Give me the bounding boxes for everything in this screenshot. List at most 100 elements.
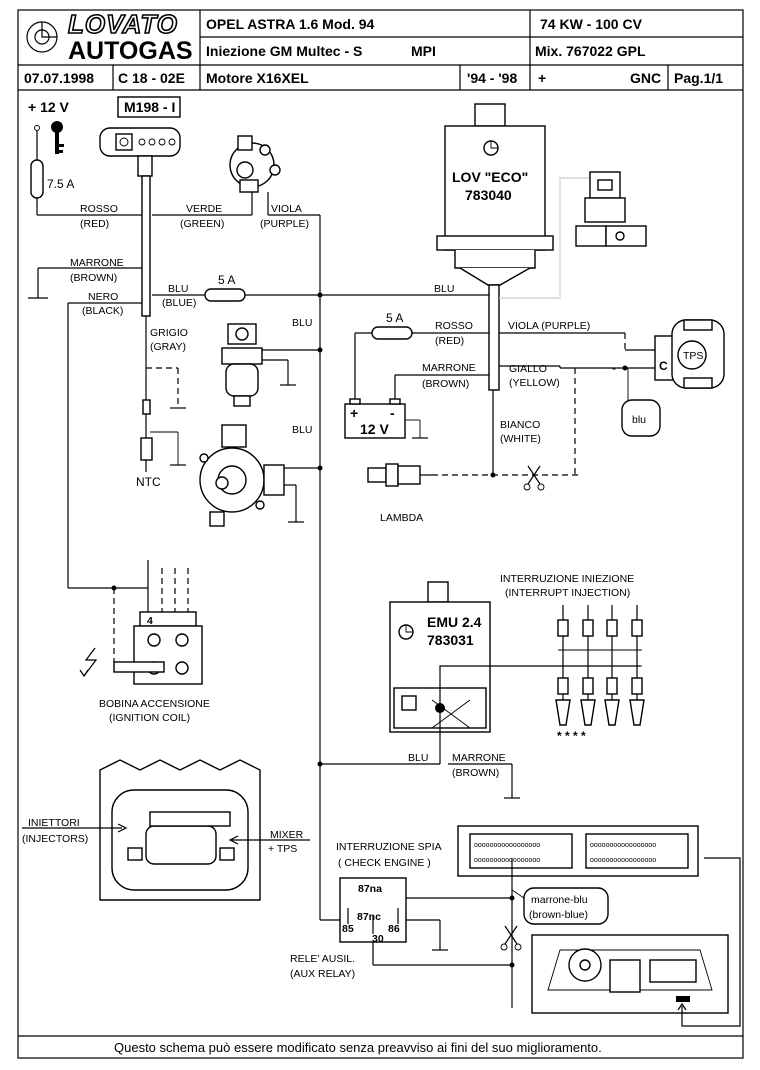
junction-2	[317, 347, 323, 353]
tps-sensor-icon	[654, 319, 725, 389]
relay-87na: 87na	[358, 883, 382, 895]
wire-rosso-label: ROSSO	[80, 203, 118, 215]
junction-relay-1	[509, 895, 515, 901]
wire-brown-label-2: (BROWN)	[422, 378, 469, 390]
svg-text:ooooooooooooooooo: ooooooooooooooooo	[590, 842, 656, 849]
wire-blue-label: (BLUE)	[162, 297, 196, 309]
wire-giallo-label: GIALLO	[509, 363, 547, 375]
fuse-7-5a-label: 7.5 A	[47, 177, 74, 191]
fuse-5a-label-2: 5 A	[386, 311, 403, 325]
mixer-label: MIXER	[270, 829, 304, 841]
lambda-sensor-icon	[367, 463, 432, 487]
vehicle-title: OPEL ASTRA 1.6 Mod. 94	[206, 16, 375, 32]
wire-blu-label: BLU	[168, 283, 188, 295]
lovato-logo: LOVATO AUTOGAS	[26, 8, 193, 65]
svg-text:ooooooooooooooooo: ooooooooooooooooo	[590, 857, 656, 864]
wire-viola-purple-label: VIOLA (PURPLE)	[508, 320, 590, 332]
injector-line-4	[629, 605, 645, 726]
wire-red-label: (RED)	[80, 218, 109, 230]
mixer-tps-label: + TPS	[268, 843, 297, 855]
wire-check-lamp	[681, 857, 741, 1027]
ntc-connector	[142, 399, 151, 415]
wire-purple-label: (PURPLE)	[260, 218, 309, 230]
tps-label: TPS	[683, 350, 703, 362]
lov-eco-code: 783040	[465, 187, 512, 203]
emu-code: 783031	[427, 632, 474, 648]
fuse-7-5a-icon	[30, 159, 44, 199]
injection-mpi: MPI	[411, 43, 436, 59]
sheet-border	[17, 9, 744, 1059]
coil-pin-label: 4	[147, 615, 153, 627]
emu-cross-2	[431, 699, 471, 729]
relay-85: 85	[342, 923, 354, 935]
wire-bianco-label: BIANCO	[500, 419, 540, 431]
wire-white-label: (WHITE)	[500, 433, 541, 445]
battery-minus: -	[390, 405, 395, 421]
switch-connector	[137, 155, 153, 177]
brand-line1: LOVATO	[68, 9, 178, 39]
power-rating: 74 KW - 100 CV	[540, 16, 643, 32]
wire-rosso-label-2: ROSSO	[435, 320, 473, 332]
wire-green-label: (GREEN)	[180, 218, 224, 230]
fuse-5a-icon-2	[371, 326, 413, 340]
blu-box	[621, 399, 661, 437]
key-icon	[51, 121, 64, 154]
fuse-5a-icon-1	[204, 288, 246, 302]
ntc-label: NTC	[136, 475, 161, 489]
plus-12v-label: + 12 V	[28, 99, 70, 115]
junction-emu	[317, 761, 323, 767]
junction-3	[317, 465, 323, 471]
injector-line-3	[604, 605, 620, 726]
emu-name: EMU 2.4	[427, 614, 482, 630]
wire-blu-label-5: BLU	[408, 752, 428, 764]
brown-blue-label: marrone-blu	[531, 894, 588, 906]
scissors-icon-check	[500, 925, 522, 951]
injectors-label-en: (INJECTORS)	[22, 833, 88, 845]
svg-text:ooooooooooooooooo: ooooooooooooooooo	[474, 857, 540, 864]
coil-name: BOBINA ACCENSIONE	[99, 698, 210, 710]
issue-date: 07.07.1998	[24, 70, 94, 86]
brown-blue-box	[523, 887, 609, 925]
harness-main	[141, 175, 151, 317]
gas-level-sensor-icon	[229, 135, 281, 193]
junction-1	[317, 292, 323, 298]
wire-yellow-label: (YELLOW)	[509, 377, 560, 389]
changeover-switch-icon[interactable]	[99, 127, 181, 157]
junction-coil	[111, 585, 117, 591]
svg-text:ooooooooooooooooo: ooooooooooooooooo	[474, 842, 540, 849]
scissors-icon-lambda	[523, 465, 545, 491]
junction-relay-2	[509, 962, 515, 968]
lov-eco-unit-icon	[436, 103, 554, 286]
engine-code: Motore X16XEL	[206, 70, 309, 86]
lov-eco-name: LOV "ECO"	[452, 169, 528, 185]
wire-black-label: (BLACK)	[82, 305, 123, 317]
injector-line-1	[555, 605, 571, 726]
engine-mixer-icon	[99, 759, 261, 901]
relay-87nc: 87nc	[357, 911, 381, 923]
mixer-code: Mix. 767022 GPL	[535, 43, 646, 59]
wire-brown-label-3: (BROWN)	[452, 767, 499, 779]
lambda-label: LAMBDA	[380, 512, 423, 524]
plus-sign: +	[538, 70, 546, 86]
blu-box-label: blu	[632, 414, 646, 426]
switch-code-label: M198 - I	[124, 99, 175, 115]
wire-marrone-label: MARRONE	[70, 257, 124, 269]
reducer-vaporizer-icon	[199, 424, 285, 527]
spark-icon	[79, 647, 98, 678]
interrupt-injection-title: INTERRUZIONE INIEZIONE	[500, 573, 634, 585]
ecu-connector-icon: ooooooooooooooooo ooooooooooooooooo oooo…	[457, 825, 699, 877]
ntc-sensor-icon	[140, 437, 153, 472]
injector-line-2	[580, 605, 596, 726]
ignition-coil-icon	[113, 611, 203, 685]
model-years: '94 - '98	[467, 70, 517, 86]
wire-viola-label: VIOLA	[271, 203, 302, 215]
lov-eco-harness	[488, 284, 500, 391]
relay-86: 86	[388, 923, 400, 935]
relay-30: 30	[372, 933, 384, 945]
wire-marrone-label-3: MARRONE	[452, 752, 506, 764]
interrupt-injection-title-en: (INTERRUPT INJECTION)	[505, 587, 630, 599]
brown-blue-label-en: (brown-blue)	[529, 909, 588, 921]
coil-name-en: (IGNITION COIL)	[109, 712, 190, 724]
